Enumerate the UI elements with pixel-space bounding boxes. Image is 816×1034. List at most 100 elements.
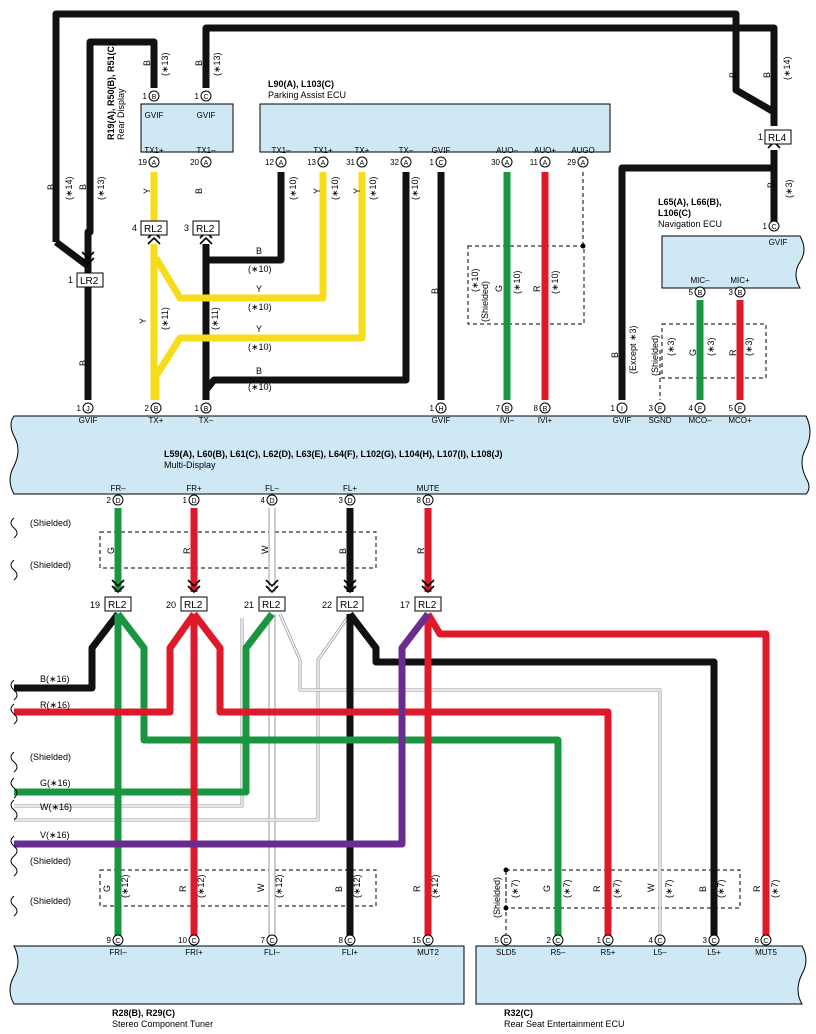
parking-assist-pin-number: 32: [390, 158, 399, 167]
rear-seat-ecu-box: [475, 945, 807, 1005]
svg-text:(∗10): (∗10): [248, 302, 272, 312]
parking-assist-pin-connector: A: [543, 160, 548, 167]
rear-seat-ecu-pin-circle: [708, 934, 720, 946]
parking-assist-pin-circle: [317, 156, 329, 168]
junction-rl2-22: 22 RL2: [322, 596, 364, 612]
wire-red-lower: [14, 508, 770, 938]
multi-display-top-pin-label: TX–: [199, 416, 214, 425]
svg-text:20: 20: [166, 600, 176, 610]
nav-pin-connector: B: [698, 290, 703, 297]
stereo-tuner-pin-number: 9: [107, 936, 112, 945]
junction-rl2-4: 4 RL2: [132, 220, 168, 236]
multi-display-top-pin-connector: H: [438, 406, 443, 413]
multi-display-bottom-pin-label: FR–: [110, 484, 126, 493]
stereo-tuner-pin-circle: [266, 934, 278, 946]
parking-assist-pin-number: 31: [346, 158, 355, 167]
multi-display-bottom-pin-number: 3: [339, 496, 344, 505]
svg-text:(∗10): (∗10): [550, 270, 560, 294]
multi-display-top-pin-label: GVIF: [613, 416, 632, 425]
svg-text:(∗11): (∗11): [160, 307, 170, 330]
wire-green-lower: [14, 508, 562, 938]
junction-rl2-21: 21 RL2: [244, 596, 286, 612]
svg-text:(Except ∗3): (Except ∗3): [628, 325, 638, 374]
multi-display-name: Multi-Display: [164, 460, 216, 470]
multi-display-codes: L59(A), L60(B), L61(C), L62(D), L63(E), …: [164, 449, 503, 459]
parking-assist-pin-number: 11: [530, 158, 539, 167]
multi-display-bottom-pin-connector: D: [269, 498, 274, 505]
svg-text:R: R: [182, 547, 192, 554]
multi-display-box: [9, 415, 811, 495]
svg-text:RL2: RL2: [108, 600, 127, 611]
svg-text:LR2: LR2: [80, 276, 99, 287]
multi-display-top-pin-number: 2: [145, 404, 150, 413]
parking-assist-pin-label: AUGO: [571, 146, 595, 155]
parking-assist-pin-label: AUO+: [534, 146, 556, 155]
rear-seat-ecu-pin-connector: C: [555, 938, 560, 945]
svg-text:R: R: [178, 885, 188, 892]
rear-display-pin-label: TX1+: [144, 146, 164, 155]
multi-display-top-pin-circle: [654, 402, 666, 414]
svg-text:B: B: [194, 188, 204, 194]
svg-text:G: G: [688, 349, 698, 356]
rear-seat-ecu-pin-number: 5: [495, 936, 500, 945]
nav-pin-number: 3: [729, 288, 734, 297]
multi-display-top-pin-connector: B: [543, 406, 548, 413]
multi-display-top-pin-connector: F: [658, 406, 662, 413]
multi-display-top-pin-connector: B: [505, 406, 510, 413]
nav-pin-circle: [734, 286, 746, 298]
svg-text:G: G: [542, 885, 552, 892]
svg-text:B: B: [78, 360, 88, 366]
multi-display-bottom-pin-circle: [422, 494, 434, 506]
svg-text:R: R: [592, 885, 602, 892]
rear-display-pin-circle: [148, 156, 160, 168]
svg-text:(∗3): (∗3): [666, 337, 676, 356]
multi-display-bottom-pin-connector: D: [347, 498, 352, 505]
svg-text:R: R: [412, 885, 422, 892]
stereo-tuner-pin-connector: C: [115, 938, 120, 945]
svg-text:R: R: [728, 349, 738, 356]
svg-text:(∗13): (∗13): [160, 52, 170, 76]
svg-text:1: 1: [68, 275, 73, 285]
svg-text:(Shielded): (Shielded): [650, 335, 660, 376]
rear-seat-ecu-pin-label: L5–: [653, 948, 667, 957]
multi-display-top-pin-connector: F: [738, 406, 742, 413]
multi-display-top-pin-circle: [150, 402, 162, 414]
rear-seat-ecu-pin-label: MUT5: [755, 948, 777, 957]
svg-text:(∗7): (∗7): [664, 879, 674, 898]
svg-text:(∗3): (∗3): [706, 337, 716, 356]
multi-display-top-pin-number: 1: [611, 404, 616, 413]
parking-assist-pin-connector: C: [438, 160, 443, 167]
svg-text:B: B: [698, 886, 708, 892]
rear-seat-ecu-name: Rear Seat Entertainment ECU: [504, 1019, 625, 1029]
svg-text:W(∗16): W(∗16): [40, 802, 72, 812]
svg-text:(∗12): (∗12): [196, 874, 206, 898]
multi-display-top-pin-number: 5: [729, 404, 734, 413]
rear-display-codes: R19(A), R50(B), R51(C): [106, 43, 116, 140]
nav-pin-circle: [694, 286, 706, 298]
svg-text:RL4: RL4: [768, 133, 787, 144]
navigation-ecu-box: [661, 235, 805, 289]
multi-display-bottom-pin-circle: [188, 494, 200, 506]
stereo-tuner-pin-connector: C: [425, 938, 430, 945]
parking-assist-pin-circle: [275, 156, 287, 168]
svg-text:B: B: [338, 548, 348, 554]
parking-assist-pin-connector: A: [279, 160, 284, 167]
junction-rl2-3: 3 RL2: [184, 220, 220, 236]
svg-text:19: 19: [90, 600, 100, 610]
parking-assist-pin-number: 13: [307, 158, 316, 167]
stereo-tuner-pin-number: 10: [178, 936, 187, 945]
wire-white: [14, 508, 662, 938]
svg-text:(∗13): (∗13): [96, 176, 106, 200]
parking-assist-pin-number: 12: [265, 158, 274, 167]
rear-seat-ecu-pin-connector: C: [711, 938, 716, 945]
svg-text:RL2: RL2: [144, 224, 163, 235]
